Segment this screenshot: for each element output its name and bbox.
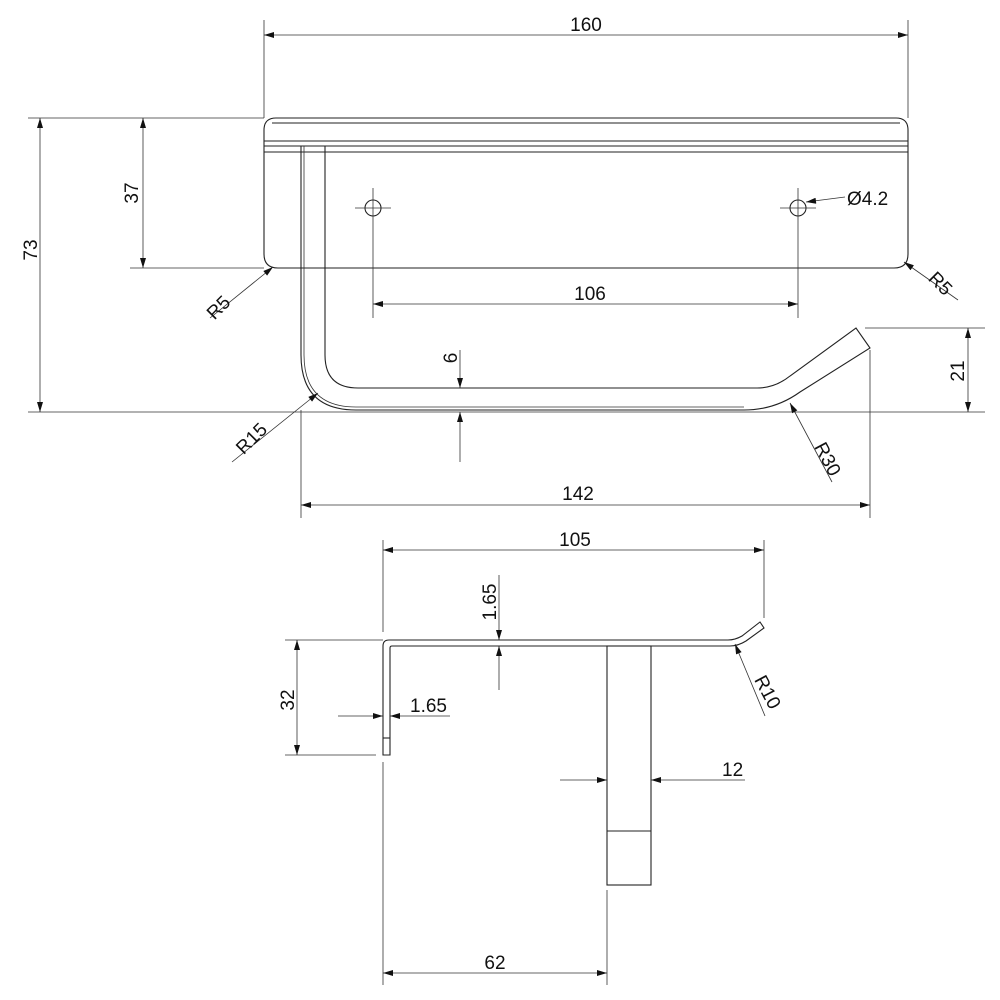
dim-rod-length: 142 — [562, 484, 594, 505]
mounting-hole-left — [355, 188, 391, 318]
dim-tip-radius: R10 — [749, 672, 784, 713]
dim-tip-rise: 21 — [948, 360, 969, 381]
bracket-profile — [382, 621, 765, 756]
dim-sheet-thickness-top: 1.65 — [480, 584, 501, 621]
dim-hole-spacing: 106 — [574, 284, 606, 305]
dim-plate-radius-left: R5 — [203, 292, 235, 324]
dim-rod-bend-radius: R15 — [232, 419, 271, 458]
rod-outline — [300, 146, 871, 411]
dim-overall-height: 73 — [21, 239, 42, 260]
top-view-dimensions: 160 73 37 106 Ø4.2 R5 R5 6 R15 R30 21 14… — [21, 15, 985, 518]
dim-rod-width: 12 — [722, 760, 743, 781]
dim-sheet-thickness-side: 1.65 — [410, 696, 447, 717]
rod-section — [606, 645, 652, 886]
side-view — [382, 621, 765, 886]
dim-overall-width: 160 — [570, 15, 602, 36]
dim-rod-thickness: 6 — [441, 353, 462, 364]
dim-depth: 105 — [559, 530, 591, 551]
side-view-dimensions: 105 1.65 32 1.65 R10 12 62 — [278, 530, 784, 985]
dim-flange-height: 32 — [278, 689, 299, 710]
dim-plate-height: 37 — [122, 182, 143, 203]
mounting-plate-outline — [263, 117, 909, 269]
dim-rod-offset: 62 — [484, 953, 505, 974]
mounting-hole-right — [780, 188, 816, 318]
top-view — [263, 117, 909, 411]
dim-tip-bend-radius: R30 — [809, 439, 844, 480]
dim-hole-diameter: Ø4.2 — [847, 189, 888, 210]
